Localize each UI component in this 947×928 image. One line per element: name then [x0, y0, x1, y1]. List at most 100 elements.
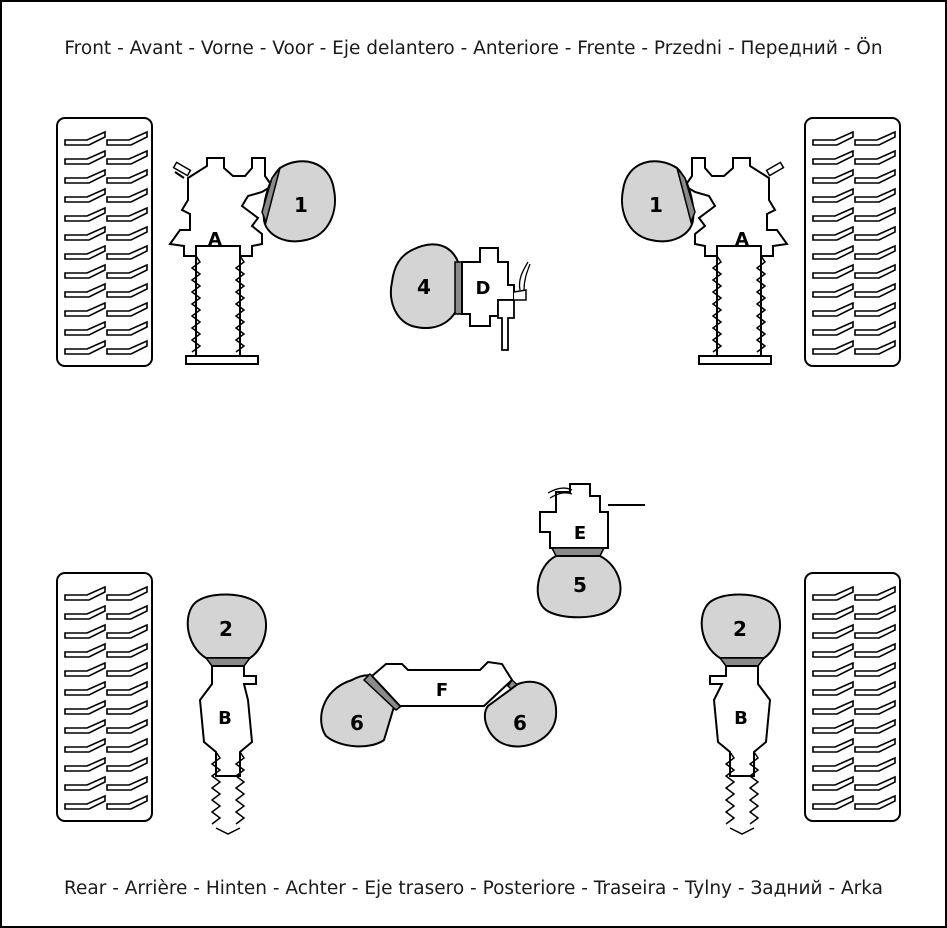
tread-block — [106, 244, 148, 260]
tire-front-right — [804, 117, 901, 367]
tread-block — [106, 206, 148, 222]
tread-block — [106, 263, 148, 279]
tread-block — [106, 680, 148, 696]
tread-block — [812, 282, 854, 298]
tread-block — [854, 320, 896, 336]
tread-block — [64, 585, 106, 601]
tread-block — [64, 320, 106, 336]
tread-block — [854, 282, 896, 298]
tire-front-left — [56, 117, 153, 367]
tread-block — [812, 301, 854, 317]
tread-block — [106, 699, 148, 715]
tread-block — [812, 585, 854, 601]
tread-block — [812, 263, 854, 279]
tread-block — [64, 225, 106, 241]
center-front-unit: 4 D — [390, 243, 531, 351]
tread-block — [854, 756, 896, 772]
part-number-4: 4 — [417, 275, 431, 299]
part-number-6-right: 6 — [513, 711, 527, 735]
tread-block — [64, 263, 106, 279]
tread-block — [106, 794, 148, 810]
tread-block — [106, 737, 148, 753]
tread-block — [854, 187, 896, 203]
tread-block — [812, 339, 854, 355]
tread-block — [812, 718, 854, 734]
tread-block — [64, 775, 106, 791]
tread-block — [812, 737, 854, 753]
strut-label-a-left: A — [208, 229, 222, 250]
tread-block — [854, 680, 896, 696]
tread-block — [854, 661, 896, 677]
front-left-part-1: 1 — [261, 160, 336, 243]
rear-left-unit: 2 B — [186, 593, 268, 835]
tread-block — [812, 642, 854, 658]
tread-block — [854, 301, 896, 317]
part-number-6-left: 6 — [350, 711, 364, 735]
tread-block — [812, 794, 854, 810]
center-rear-unit: E 5 — [536, 483, 645, 619]
tread-block — [854, 642, 896, 658]
unit-label-f: F — [436, 680, 448, 701]
tread-block — [812, 699, 854, 715]
rear-right-unit: 2 B — [700, 593, 782, 835]
unit-label-b-right: B — [734, 708, 748, 729]
tread-block — [106, 756, 148, 772]
tread-block — [812, 680, 854, 696]
front-right-strut: A — [683, 157, 789, 365]
tread-block — [64, 680, 106, 696]
tread-block — [854, 794, 896, 810]
tread-block — [812, 623, 854, 639]
tread-block — [812, 775, 854, 791]
tread-block — [812, 225, 854, 241]
tread-block — [854, 775, 896, 791]
tread-block — [854, 263, 896, 279]
tread-block — [106, 585, 148, 601]
tread-block — [854, 206, 896, 222]
tread-block — [64, 244, 106, 260]
tread-block — [854, 168, 896, 184]
tread-block — [64, 149, 106, 165]
tread-block — [64, 130, 106, 146]
front-caption: Front - Avant - Vorne - Voor - Eje delan… — [64, 38, 883, 59]
rear-caption: Rear - Arrière - Hinten - Achter - Eje t… — [63, 878, 883, 899]
tread-block — [854, 604, 896, 620]
tread-block — [854, 623, 896, 639]
tread-block — [64, 339, 106, 355]
tread-block — [854, 585, 896, 601]
strut-label-a-right: A — [735, 229, 749, 250]
tire-rear-right — [804, 572, 901, 822]
tread-block — [812, 661, 854, 677]
tread-block — [64, 282, 106, 298]
tread-block — [64, 604, 106, 620]
tread-block — [854, 699, 896, 715]
tread-block — [64, 661, 106, 677]
tread-block — [64, 756, 106, 772]
tread-block — [812, 206, 854, 222]
tread-block — [64, 642, 106, 658]
tread-block — [64, 699, 106, 715]
tread-block — [812, 604, 854, 620]
tread-block — [106, 718, 148, 734]
tread-block — [64, 718, 106, 734]
tread-block — [106, 130, 148, 146]
tread-block — [854, 225, 896, 241]
tread-block — [854, 718, 896, 734]
tread-block — [812, 187, 854, 203]
tread-block — [812, 168, 854, 184]
part-number-2-left: 2 — [219, 617, 233, 641]
tread-block — [812, 149, 854, 165]
tread-block — [812, 320, 854, 336]
tread-block — [64, 794, 106, 810]
unit-label-b-left: B — [218, 708, 232, 729]
tread-block — [812, 244, 854, 260]
tread-block — [106, 623, 148, 639]
tread-block — [106, 661, 148, 677]
part-number-1-left: 1 — [294, 193, 308, 217]
tread-block — [812, 756, 854, 772]
tread-block — [854, 149, 896, 165]
tread-block — [106, 320, 148, 336]
front-right-part-1: 1 — [621, 160, 696, 243]
part-number-5: 5 — [573, 573, 587, 597]
